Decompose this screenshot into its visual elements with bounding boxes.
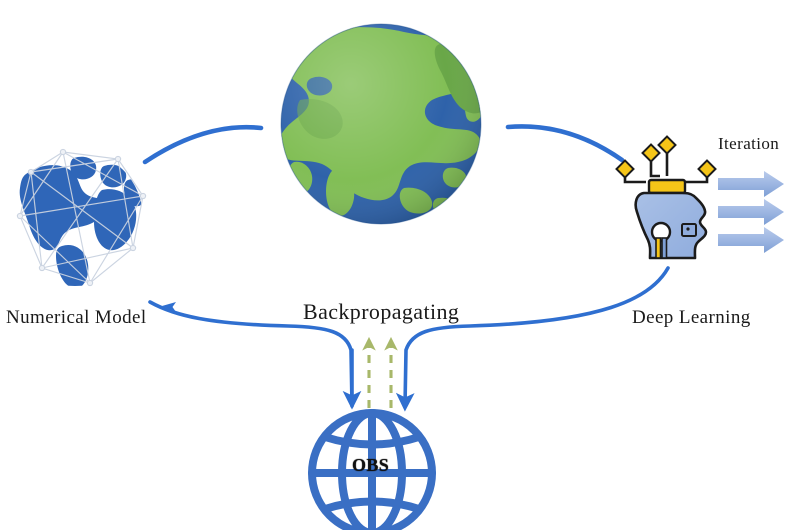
arc-earth-to-right xyxy=(505,124,625,163)
ai-head-bar-2 xyxy=(661,237,668,259)
iteration-arrow-2 xyxy=(718,199,784,225)
ai-head-silhouette xyxy=(634,191,708,260)
label-deep-learning: Deep Learning xyxy=(632,307,751,328)
wireframe-sphere-icon xyxy=(308,409,436,530)
wireframe-globe-icon xyxy=(16,148,147,287)
connection-arcs xyxy=(142,124,670,412)
backpropagation-dashed-arrows xyxy=(362,336,398,408)
arc-obs-to-left-head xyxy=(162,302,176,312)
label-backpropagating: Backpropagating xyxy=(303,299,460,324)
arc-right-to-obs xyxy=(395,266,670,412)
iteration-arrow-1 xyxy=(718,171,784,197)
label-numerical-model: Numerical Model xyxy=(6,307,147,328)
arc-obs-to-left xyxy=(148,300,354,408)
iteration-arrow-3 xyxy=(718,227,784,253)
ai-head-cap xyxy=(647,178,687,195)
arc-left-to-earth xyxy=(142,124,264,165)
label-obs: OBS xyxy=(352,455,390,475)
ai-head-icon xyxy=(615,135,717,260)
iteration-block-arrows xyxy=(718,171,784,253)
ai-head-bar-1 xyxy=(655,237,662,259)
label-iteration: Iteration xyxy=(718,134,780,153)
ai-network-nodes xyxy=(615,135,717,179)
earth-globe-icon xyxy=(280,23,482,225)
wireframe-mesh xyxy=(16,148,147,287)
